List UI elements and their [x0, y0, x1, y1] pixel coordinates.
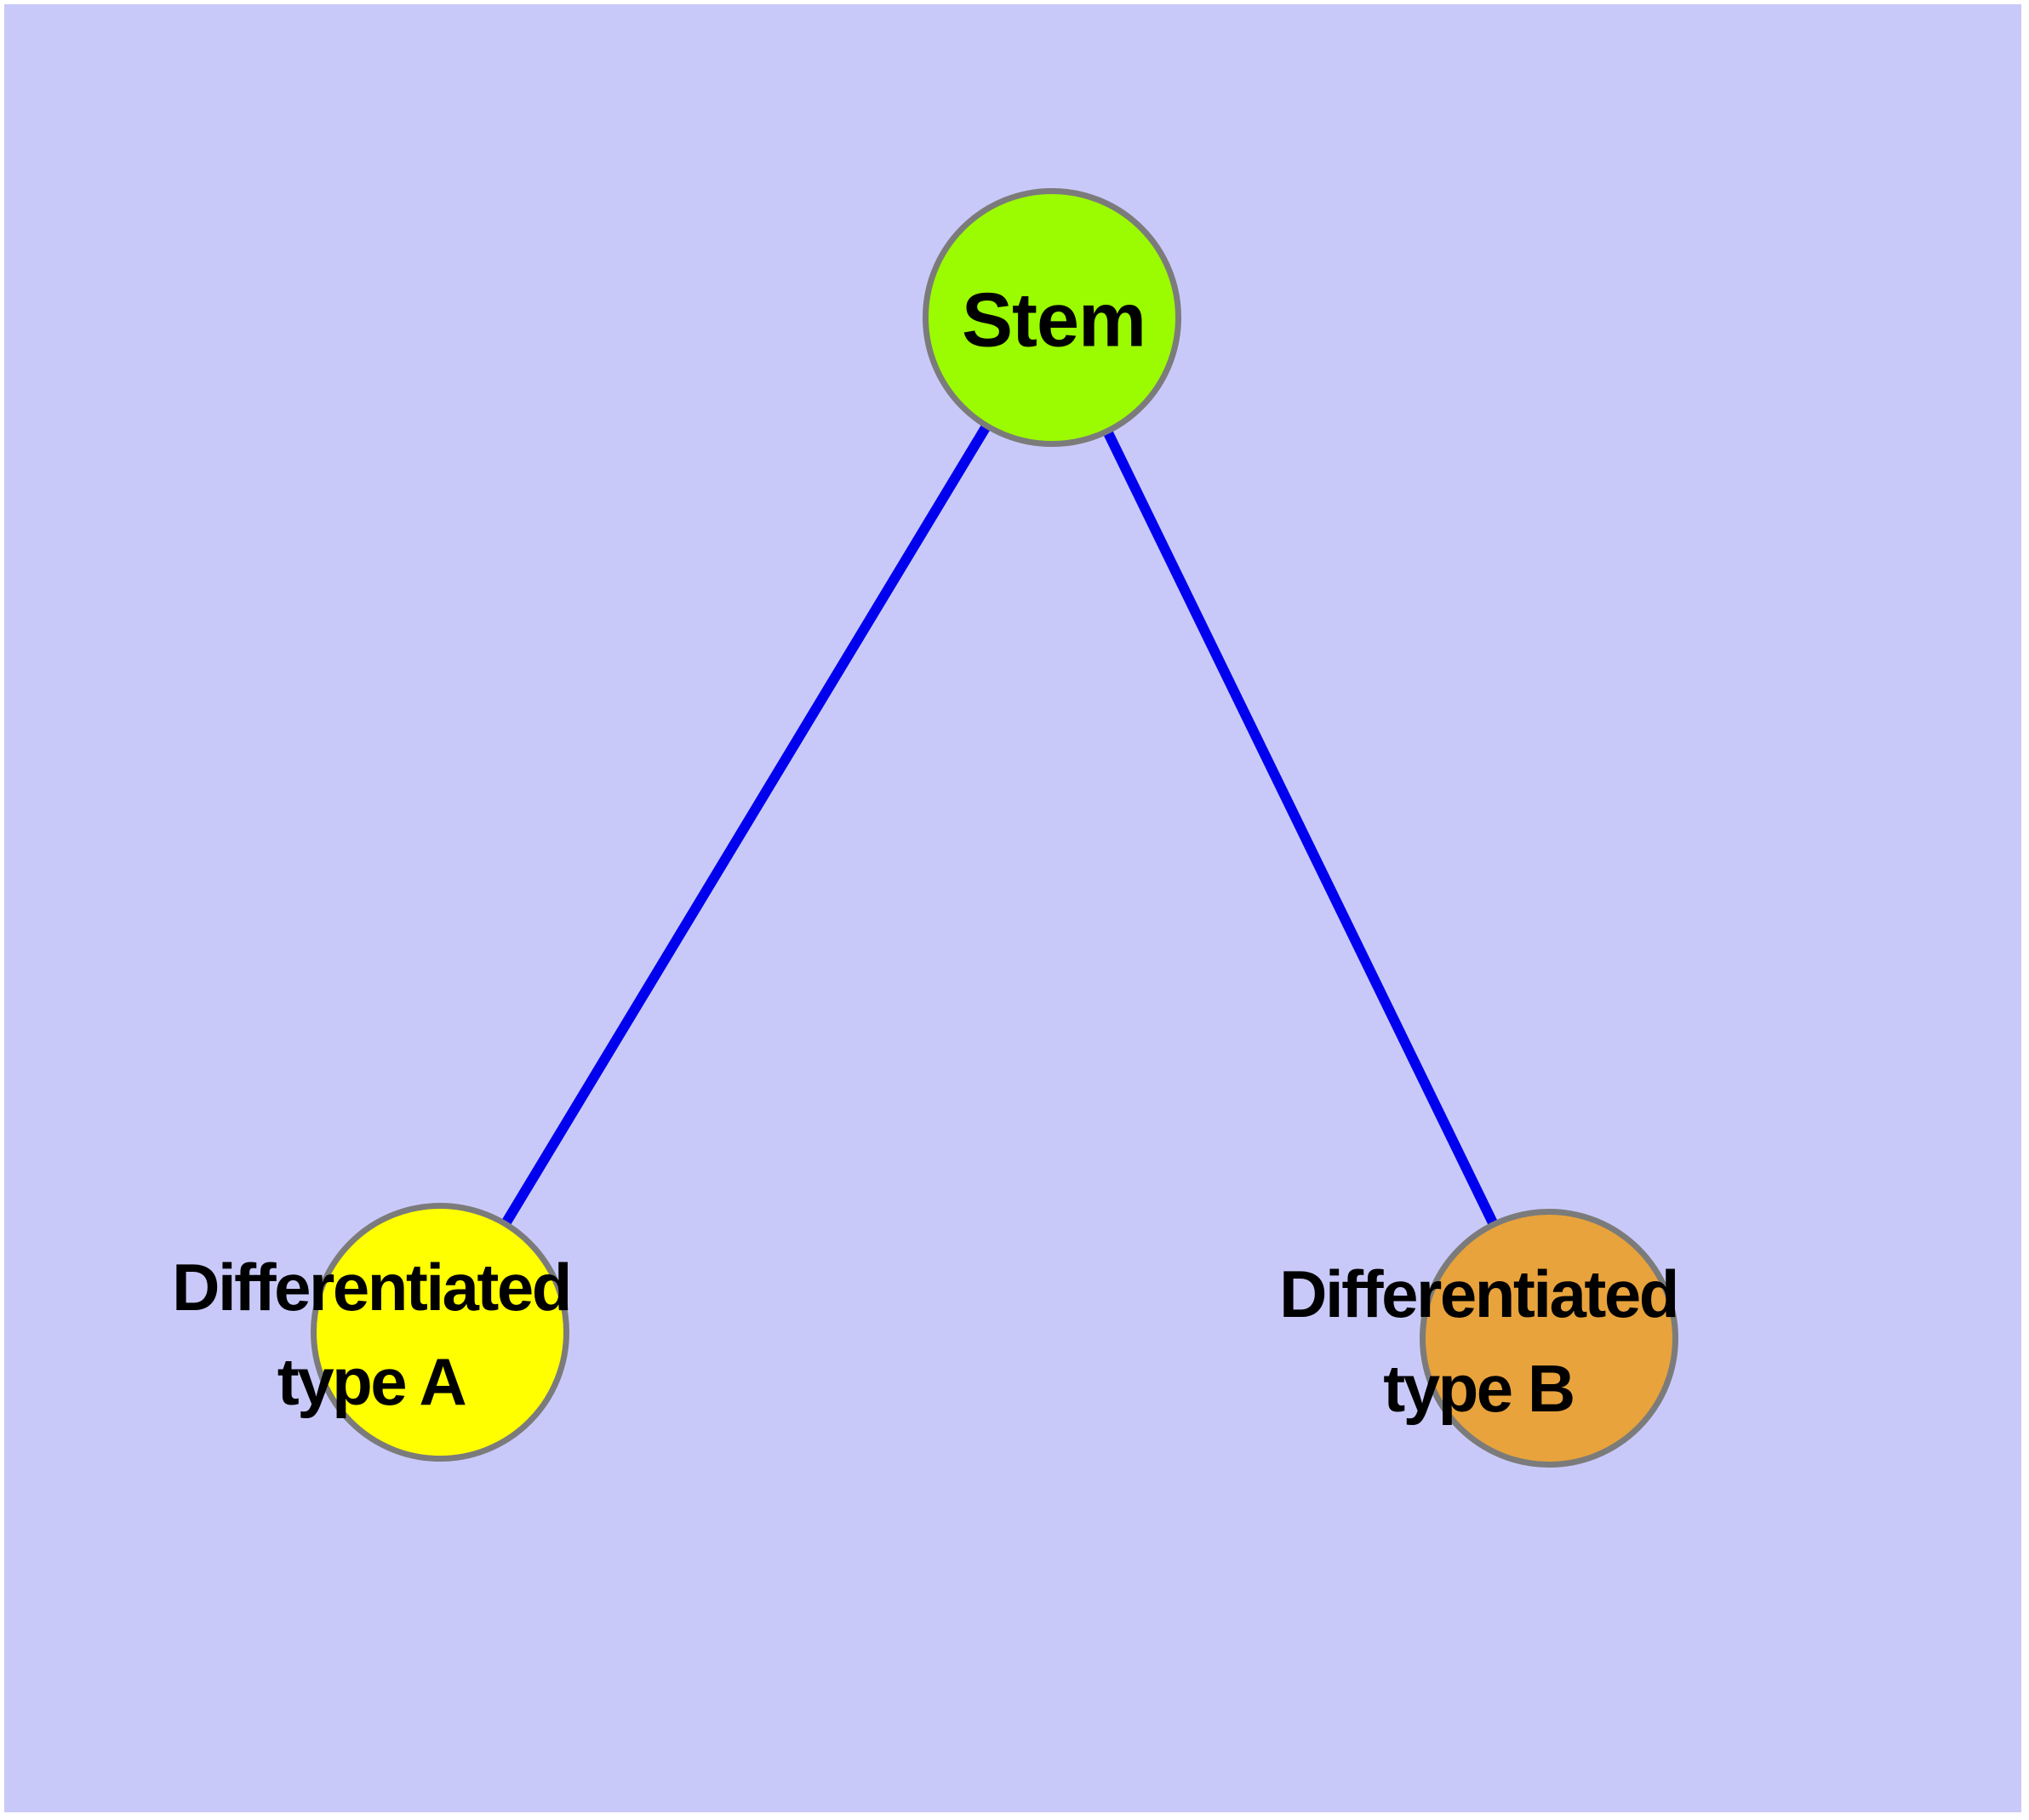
node-label-differentiated-type-a: Differentiated type A — [172, 1240, 572, 1429]
node-label-line1: Differentiated — [172, 1250, 572, 1325]
node-differentiated-type-b[interactable] — [1420, 1209, 1678, 1468]
node-stem[interactable] — [923, 188, 1181, 447]
node-label-stem: Stem — [961, 278, 1146, 363]
edge-stem-to-type-a — [435, 314, 1057, 1336]
edge-stem-to-type-b — [1047, 315, 1554, 1341]
node-label-line1: Differentiated — [1279, 1256, 1679, 1331]
node-label-line2: type B — [1383, 1351, 1575, 1426]
node-differentiated-type-a[interactable] — [311, 1203, 569, 1462]
node-label-differentiated-type-b: Differentiated type B — [1279, 1247, 1679, 1436]
node-label-line2: type A — [277, 1344, 467, 1419]
